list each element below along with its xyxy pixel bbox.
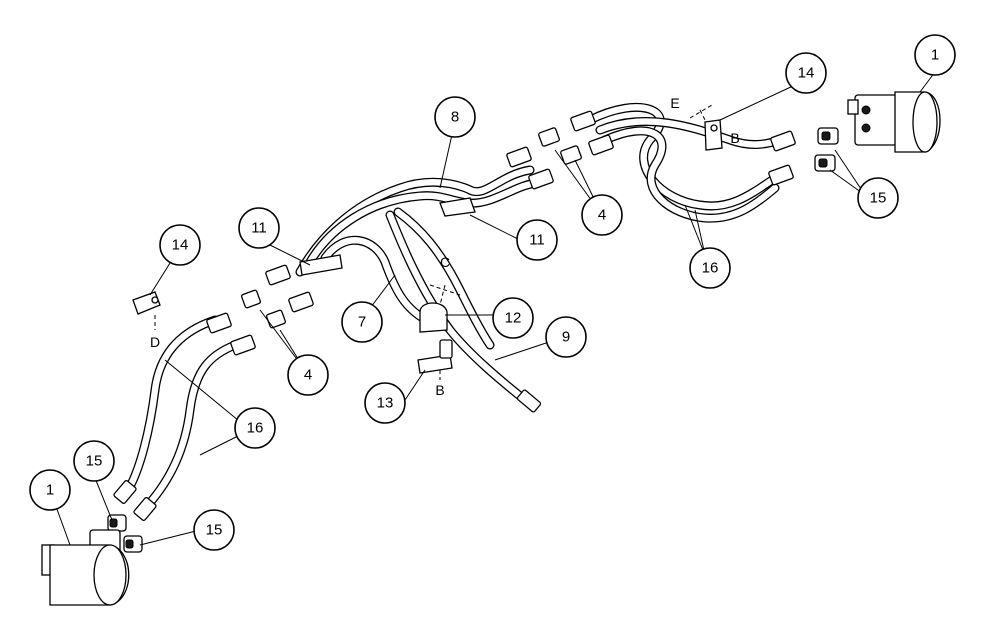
callout-8-label: 8 xyxy=(451,109,459,126)
callout-4-upper-label: 4 xyxy=(598,207,606,224)
callout-1-left-label: 1 xyxy=(46,482,54,499)
hose-group xyxy=(123,102,785,510)
callout-12: 12 xyxy=(492,297,534,339)
callout-8: 8 xyxy=(434,96,476,138)
callout-15-left-b-label: 15 xyxy=(206,522,223,539)
callout-15-right: 15 xyxy=(857,177,899,219)
callout-15-left-a-label: 15 xyxy=(86,453,103,470)
callout-4-upper: 4 xyxy=(581,194,623,236)
ref-letter-d: D xyxy=(150,334,160,350)
motor-right xyxy=(847,91,941,153)
ref-letter-e: E xyxy=(670,95,679,111)
ref-letter-c: C xyxy=(440,254,450,270)
reference-letters: E B C B D xyxy=(150,95,740,398)
callout-13-label: 13 xyxy=(377,395,394,412)
callout-4-lower: 4 xyxy=(287,354,329,396)
callout-11-left-label: 11 xyxy=(251,220,267,237)
callout-16-right: 16 xyxy=(689,247,731,289)
callout-15-right-label: 15 xyxy=(870,190,887,207)
callout-12-label: 12 xyxy=(505,310,522,327)
callout-1-right: 1 xyxy=(914,34,956,76)
callout-1-right-label: 1 xyxy=(931,47,939,64)
callout-14-left-label: 14 xyxy=(172,237,189,254)
clamps xyxy=(132,119,723,374)
ref-letter-b-right: B xyxy=(730,130,739,146)
clamp-12 xyxy=(419,302,448,333)
callout-14-right-label: 14 xyxy=(798,65,815,82)
bracket-13 xyxy=(417,354,453,374)
bracket-14-right xyxy=(704,119,723,151)
callout-11-upper: 11 xyxy=(516,219,558,261)
callout-11-upper-label: 11 xyxy=(529,232,545,249)
callout-9-label: 9 xyxy=(562,329,570,346)
leader-lines xyxy=(49,71,936,546)
callout-1-left: 1 xyxy=(29,469,71,511)
callout-15-left-a: 15 xyxy=(73,440,115,482)
callout-7: 7 xyxy=(341,301,383,343)
callout-13: 13 xyxy=(364,382,406,424)
fitting xyxy=(506,146,532,168)
callouts: 1 1 4 4 7 8 9 11 11 12 13 14 14 15 15 15… xyxy=(29,34,956,551)
callout-9: 9 xyxy=(545,316,587,358)
ref-letter-b-lower: B xyxy=(435,382,444,398)
callout-7-label: 7 xyxy=(358,314,366,331)
callout-16-left: 16 xyxy=(234,407,276,449)
callout-14-right: 14 xyxy=(785,52,827,94)
callout-4-lower-label: 4 xyxy=(304,367,312,384)
callout-16-right-label: 16 xyxy=(702,260,719,277)
motor-left xyxy=(41,529,130,606)
reference-lines xyxy=(154,104,713,380)
callout-14-left: 14 xyxy=(159,224,201,266)
callout-15-left-b: 15 xyxy=(193,509,235,551)
clamp-11 xyxy=(439,197,476,217)
callout-11-left: 11 xyxy=(238,207,280,249)
fittings xyxy=(113,110,796,521)
callout-16-left-label: 16 xyxy=(247,420,264,437)
elbow-fittings xyxy=(107,127,839,553)
